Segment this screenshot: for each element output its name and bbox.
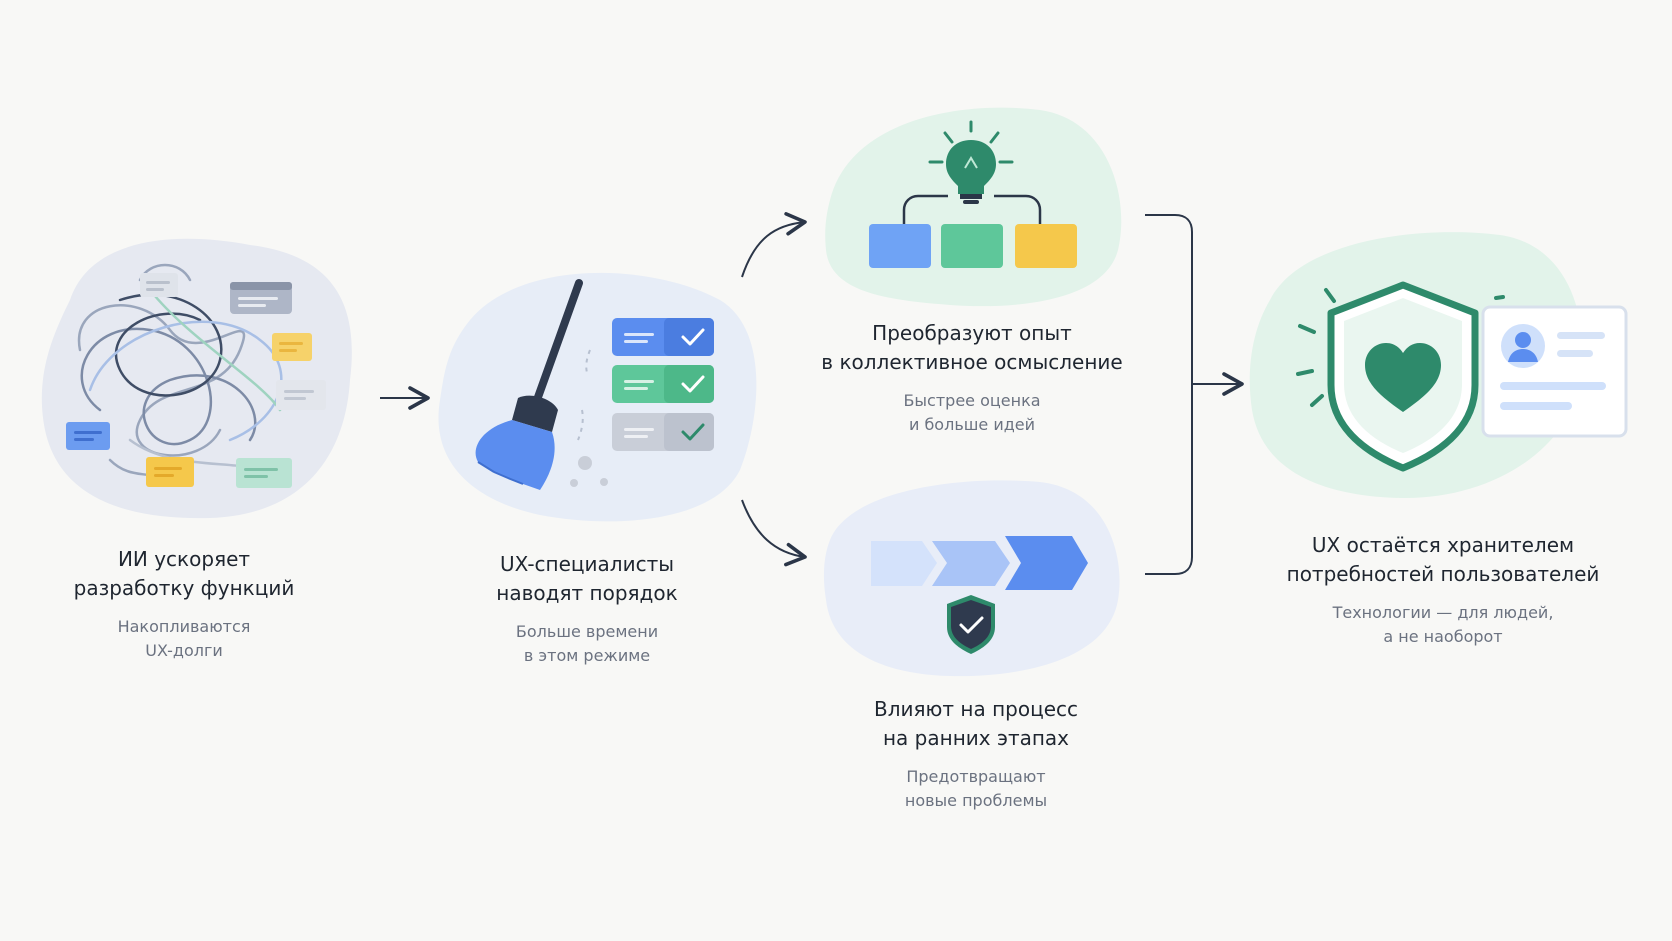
step-title-line: в коллективное осмысление (821, 350, 1123, 374)
step-title: Влияют на процесс на ранних этапах (874, 695, 1078, 753)
step-title-line: наводят порядок (496, 581, 678, 605)
step-collective-caption: Преобразуют опыт в коллективное осмыслен… (821, 319, 1122, 437)
step-subtitle-line: в этом режиме (523, 646, 651, 665)
step-subtitle-line: Технологии — для людей, (1332, 603, 1554, 622)
step-subtitle: Больше времени в этом режиме (496, 620, 677, 668)
step-title-line: ИИ ускоряет (117, 547, 251, 571)
step-subtitle-line: Предотвращают (906, 767, 1046, 786)
lightbulb-tree-icon (825, 107, 1122, 307)
step-ai-caption: ИИ ускоряет разработку функций Накоплива… (74, 545, 295, 663)
step-title-line: Преобразуют опыт (872, 321, 1072, 345)
step-title-line: потребностей пользователей (1286, 562, 1600, 586)
shield-heart-profile-icon (1249, 232, 1628, 499)
step-subtitle: Быстрее оценка и больше идей (821, 389, 1122, 437)
step-ux-caption: UX-специалисты наводят порядок Больше вр… (496, 550, 677, 668)
step-title-line: UX-специалисты (499, 552, 675, 576)
step-subtitle: Технологии — для людей, а не наоборот (1287, 601, 1600, 649)
step-guardian-caption: UX остаётся хранителем потребностей поль… (1287, 531, 1600, 649)
tangled-threads-icon (41, 238, 352, 519)
step-title: ИИ ускоряет разработку функций (74, 545, 295, 603)
chevron-process-shield-icon (823, 480, 1120, 677)
step-subtitle: Накопливаются UX-долги (74, 615, 295, 663)
step-subtitle-line: а не наоборот (1383, 627, 1503, 646)
step-title: UX остаётся хранителем потребностей поль… (1287, 531, 1600, 589)
step-subtitle-line: Быстрее оценка (903, 391, 1041, 410)
step-process-caption: Влияют на процесс на ранних этапах Предо… (874, 695, 1078, 813)
step-subtitle-line: UX-долги (145, 641, 223, 660)
step-subtitle-line: Накопливаются (117, 617, 251, 636)
step-subtitle: Предотвращают новые проблемы (874, 765, 1078, 813)
arrow-to-collective (741, 212, 807, 278)
step-title-line: на ранних этапах (882, 726, 1070, 750)
step-title-line: UX остаётся хранителем (1311, 533, 1575, 557)
step-title: UX-специалисты наводят порядок (496, 550, 677, 608)
step-subtitle-line: и больше идей (908, 415, 1036, 434)
step-title-line: разработку функций (73, 576, 295, 600)
step-subtitle-line: новые проблемы (904, 791, 1048, 810)
merge-bracket (1145, 214, 1193, 575)
broom-checklist-icon (438, 272, 757, 522)
step-title-line: Влияют на процесс (874, 697, 1078, 721)
step-title: Преобразуют опыт в коллективное осмыслен… (821, 319, 1122, 377)
arrow-to-process (741, 499, 807, 567)
step-subtitle-line: Больше времени (515, 622, 659, 641)
